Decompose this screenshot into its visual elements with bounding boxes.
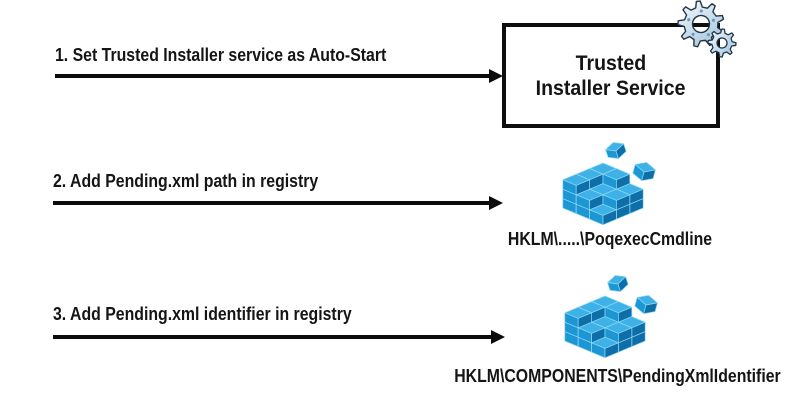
arrow-step-1: [55, 74, 489, 78]
arrow-head-icon: [489, 69, 503, 83]
registry-cube-icon: [564, 275, 658, 359]
service-box-label-line1: Trusted: [575, 51, 647, 75]
arrow-step-2: [53, 201, 489, 205]
step-2-label: 2. Add Pending.xml path in registry: [53, 171, 319, 191]
registry-path-caption: HKLM\.....\PoqexecCmdline: [507, 229, 713, 249]
gears-icon: [677, 0, 737, 58]
step-3-label: 3. Add Pending.xml identifier in registr…: [53, 304, 352, 324]
trusted-installer-service-box: Trusted Installer Service: [502, 23, 720, 128]
arrow-head-icon: [491, 330, 505, 344]
arrow-head-icon: [489, 196, 503, 210]
registry-cube-icon: [562, 142, 656, 226]
registry-path-caption: HKLM\COMPONENTS\PendingXmlIdentifier: [454, 366, 781, 386]
step-1-label: 1. Set Trusted Installer service as Auto…: [55, 45, 387, 65]
arrow-step-3: [53, 335, 491, 339]
service-box-label-line2: Installer Service: [536, 76, 686, 100]
